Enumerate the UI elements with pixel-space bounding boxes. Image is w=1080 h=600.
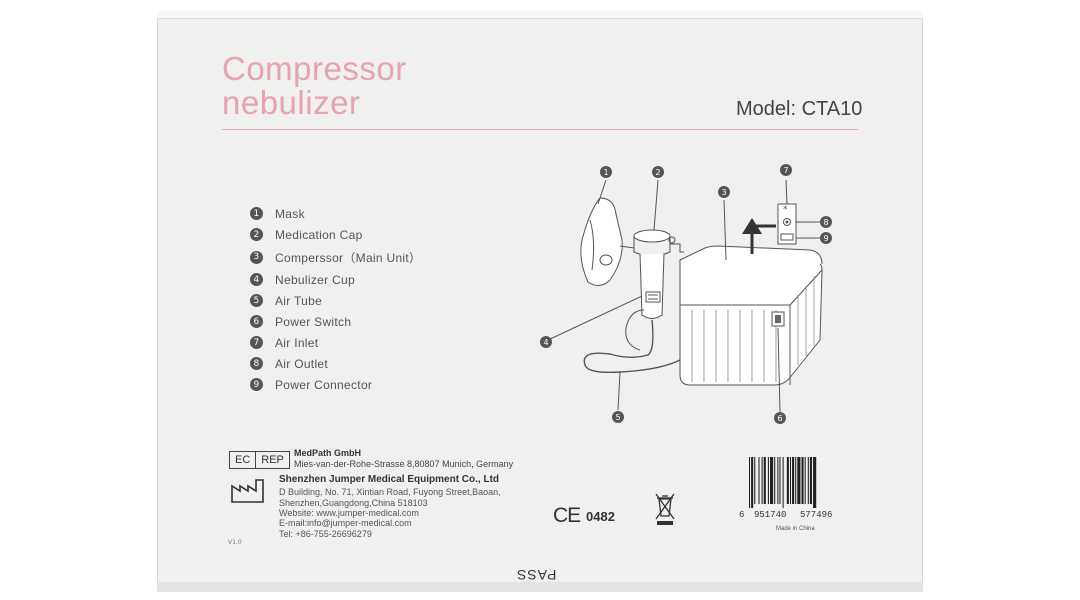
rep-label: REP (255, 452, 289, 468)
barcode-bar (813, 457, 817, 508)
barcode-bar (761, 457, 763, 504)
barcode-bar (770, 457, 774, 504)
legend-item: 6 Power Switch (250, 311, 421, 332)
barcode-bar (804, 457, 806, 504)
legend-number: 2 (250, 228, 263, 241)
legend-label: Air Tube (275, 293, 323, 308)
manufacturer-email: E-mail:info@jumper-medical.com (279, 518, 412, 528)
svg-text:8: 8 (823, 218, 828, 227)
legend-label: Power Switch (275, 314, 352, 329)
barcode-bar (777, 457, 779, 504)
barcode-bar (751, 457, 754, 508)
ec-rep-badge: EC REP (229, 451, 290, 469)
legend-number: 5 (250, 294, 263, 307)
legend-item: 8 Air Outlet (250, 353, 421, 374)
ec-rep-address: Mies-van-der-Rohe-Strasse 8,80807 Munich… (294, 459, 514, 469)
barcode-bar (749, 457, 751, 508)
svg-text:9: 9 (823, 234, 828, 243)
manufacturer-phone: Tel: +86-755-26696279 (279, 529, 372, 539)
legend-item: 4 Nebulizer Cup (250, 269, 421, 290)
barcode-bar (758, 457, 760, 504)
svg-text:1: 1 (603, 168, 608, 177)
barcode-bar (767, 457, 769, 504)
manufacturer-address-2: Shenzhen,Guangdong,China 518103 (279, 498, 428, 508)
barcode-bar (763, 457, 766, 504)
inspection-stamp: PASS (516, 567, 557, 583)
box-bottom-edge (157, 582, 923, 592)
legend-item: 7 Air Inlet (250, 332, 421, 353)
model-label: Model: CTA10 (736, 98, 863, 120)
legend-label: Comperssor（Main Unit） (275, 250, 422, 265)
svg-text:3: 3 (721, 188, 726, 197)
manufacturer-icon (231, 479, 264, 503)
legend-item: 1 Mask (250, 203, 421, 224)
barcode-digits-right: 577496 (800, 510, 833, 520)
barcode-bar (786, 457, 789, 504)
barcode (749, 457, 817, 508)
legend-label: Mask (275, 206, 305, 221)
legend-label: Air Outlet (275, 356, 329, 371)
legend-number: 9 (250, 378, 263, 391)
legend-label: Air Inlet (275, 335, 319, 350)
legend-label: Power Connector (275, 377, 373, 392)
ec-label: EC (235, 454, 251, 466)
barcode-bar (807, 457, 809, 504)
title-line-2: nebulizer (222, 84, 361, 121)
version-label: V1.0 (228, 539, 242, 546)
svg-text:5: 5 (615, 413, 620, 422)
title-divider (222, 129, 858, 130)
nebulizer-diagram: * 1 2 3 4 5 6 7 8 9 (540, 164, 832, 424)
weee-bin-icon (655, 493, 675, 525)
legend-number: 7 (250, 336, 263, 349)
svg-text:7: 7 (783, 166, 788, 175)
legend-number: 6 (250, 315, 263, 328)
svg-text:*: * (783, 205, 788, 215)
manufacturer-website: Website: www.jumper-medical.com (279, 508, 419, 518)
legend-item: 5 Air Tube (250, 290, 421, 311)
barcode-digit-first: 6 (739, 510, 745, 520)
barcode-bar (809, 457, 812, 504)
legend-item: 9 Power Connector (250, 374, 421, 395)
legend-number: 4 (250, 273, 263, 286)
ce-mark-icon: CE (553, 504, 581, 527)
barcode-digits-left: 951740 (754, 510, 787, 520)
title-line-1: Compressor (222, 50, 407, 87)
legend-item: 3 Comperssor（Main Unit） (250, 245, 421, 269)
svg-text:6: 6 (777, 414, 782, 423)
barcode-bar (792, 457, 795, 504)
barcode-bar (797, 457, 801, 504)
barcode-bar (801, 457, 804, 504)
barcode-bar (754, 457, 756, 504)
ce-notified-body-number: 0482 (586, 509, 615, 524)
manufacturer-name: Shenzhen Jumper Medical Equipment Co., L… (279, 474, 500, 485)
legend-label: Nebulizer Cup (275, 272, 355, 287)
legend-number: 1 (250, 207, 263, 220)
parts-legend: 1 Mask 2 Medication Cap 3 Comperssor（Main U… (250, 203, 421, 395)
legend-label: Medication Cap (275, 227, 363, 242)
manufacturer-address-1: D Building, No. 71, Xintian Road, Fuyong… (279, 487, 501, 497)
svg-text:4: 4 (543, 338, 548, 347)
barcode-bar (789, 457, 791, 504)
box-top-edge (157, 10, 923, 19)
ec-rep-name: MedPath GmbH (294, 448, 362, 458)
barcode-bar (779, 457, 781, 504)
barcode-bar (782, 457, 784, 508)
legend-number: 3 (250, 250, 263, 264)
barcode-bar (774, 457, 776, 504)
made-in-label: Made in China (776, 526, 815, 532)
product-title: Compressor nebulizer (222, 52, 407, 120)
legend-number: 8 (250, 357, 263, 370)
svg-text:2: 2 (655, 168, 660, 177)
barcode-bar (795, 457, 797, 504)
legend-item: 2 Medication Cap (250, 224, 421, 245)
